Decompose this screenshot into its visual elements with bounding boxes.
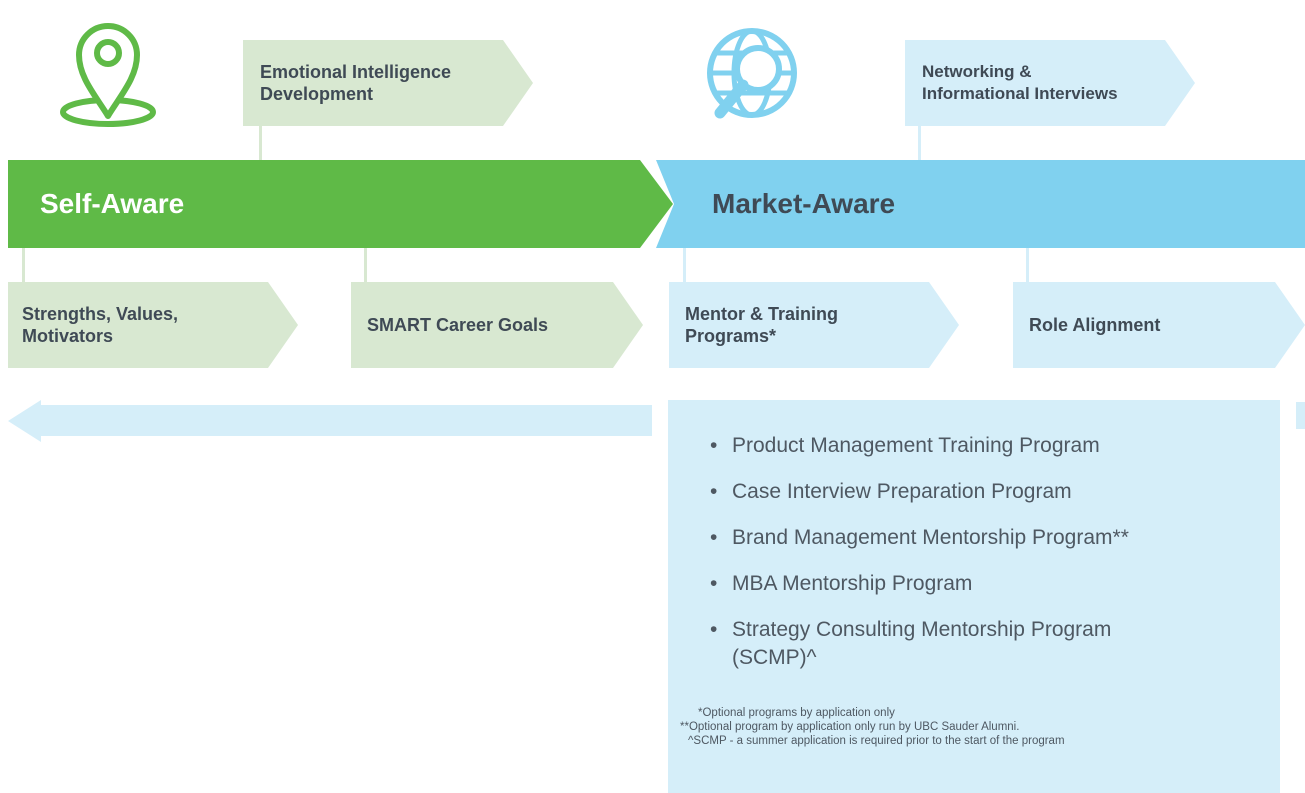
mentor-training-chevron: Mentor & Training Programs* [669,282,959,368]
strengths-label: Strengths, Values, Motivators [22,304,179,346]
program-item: Case Interview Preparation Program [706,478,1186,506]
bottom-connector-role [1026,248,1029,282]
self-aware-title: Self-Aware [40,188,185,219]
bottom-connector-mentor [683,248,686,282]
emotional-intelligence-chevron: Emotional Intelligence Development [243,40,533,126]
programs-panel: Product Management Training Program Case… [668,400,1280,793]
market-aware-title: Market-Aware [712,188,896,219]
footnote: *Optional programs by application only [698,707,895,719]
top-connector-self [259,126,262,160]
networking-label: Networking & Informational Interviews [922,62,1118,103]
networking-chevron: Networking & Informational Interviews [905,40,1195,126]
footnotes: *Optional programs by application only *… [680,706,1065,748]
role-alignment-label: Role Alignment [1029,315,1161,335]
strengths-chevron: Strengths, Values, Motivators [8,282,298,368]
self-aware-band: Self-Aware [8,160,673,248]
bottom-connector-strengths [22,248,25,282]
program-list: Product Management Training Program Case… [706,432,1186,672]
market-aware-band: Market-Aware [656,160,1305,248]
smart-goals-label: SMART Career Goals [367,315,549,335]
footnote: **Optional program by application only r… [680,721,1020,733]
role-alignment-chevron: Role Alignment [1013,282,1305,368]
back-arrow [8,400,652,442]
program-item: Strategy Consulting Mentorship Program (… [706,616,1186,672]
smart-goals-chevron: SMART Career Goals [351,282,643,368]
program-item: Product Management Training Program [706,432,1186,460]
mentor-training-label: Mentor & Training Programs* [685,304,838,346]
map-pin-icon [55,15,165,135]
top-connector-market [918,126,921,160]
program-item: Brand Management Mentorship Program** [706,524,1186,552]
footnote: ^SCMP - a summer application is required… [688,735,1065,747]
arrow-tail-right [1296,402,1305,429]
globe-search-icon [698,15,808,135]
bottom-connector-smart [364,248,367,282]
emotional-intelligence-label: Emotional Intelligence Development [260,62,452,104]
program-item: MBA Mentorship Program [706,570,1186,598]
